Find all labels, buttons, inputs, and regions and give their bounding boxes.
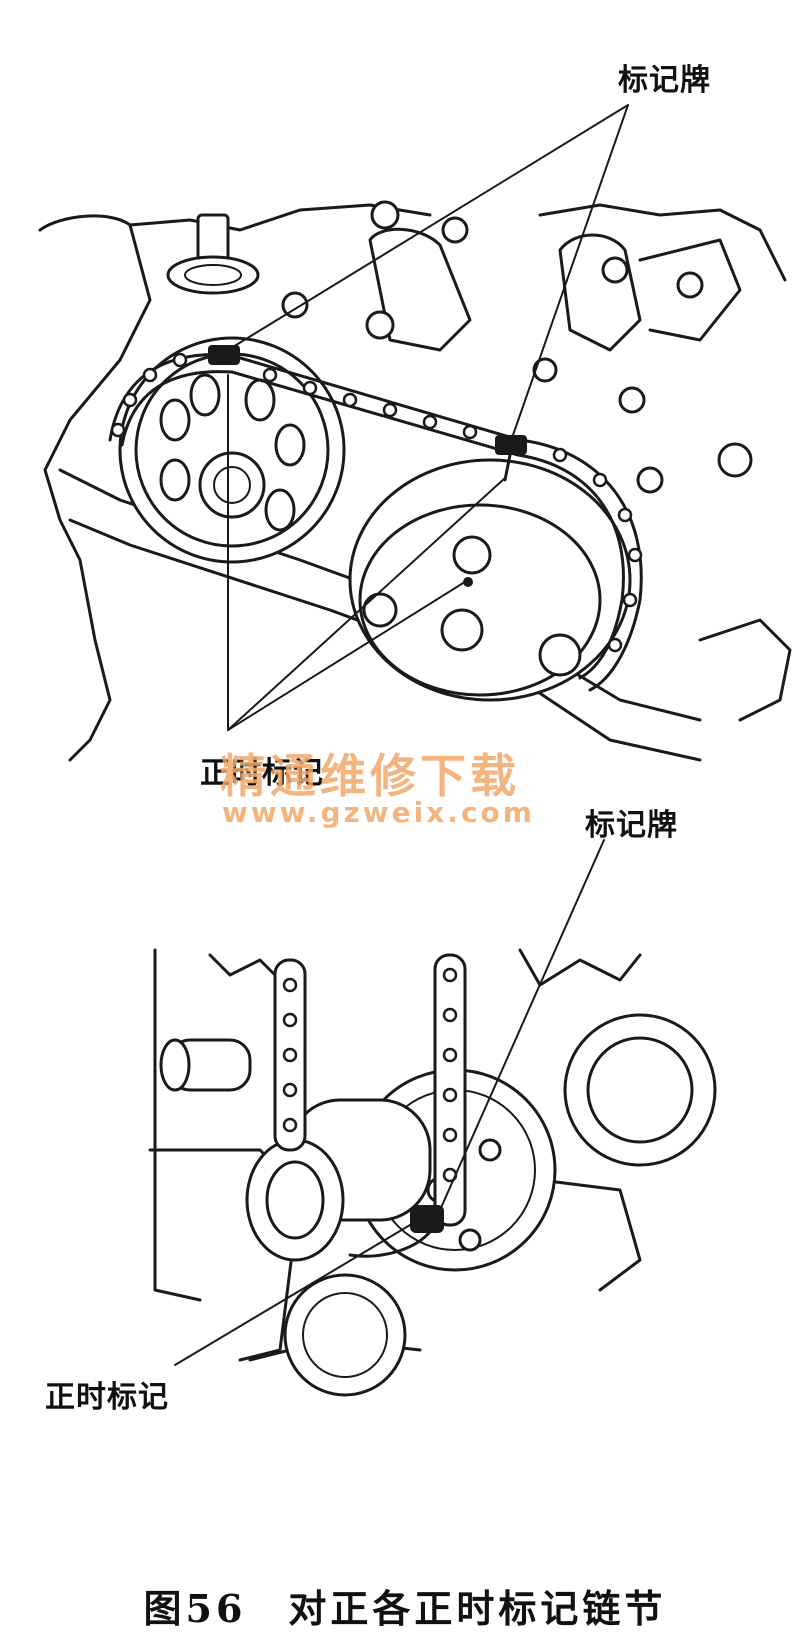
watermark-title: 精通维修下载 (220, 749, 520, 803)
label-plate-bottom: 标记牌 (585, 808, 678, 843)
leader-lines-top (227, 104, 629, 731)
figure-caption: 图56 对正各正时标记链节 (143, 1586, 667, 1631)
timing-chain-top (108, 352, 643, 692)
label-plate-top: 标记牌 (618, 63, 711, 98)
top-engine-diagram (38, 104, 792, 762)
timing-chain-bottom (273, 953, 467, 1258)
leader-lines-bottom (174, 839, 605, 1366)
marked-link-right (495, 435, 527, 455)
watermark-url: www.gzweix.com (222, 796, 535, 829)
marked-link-left (208, 345, 240, 365)
marked-link-bottom (410, 1205, 444, 1233)
label-timing-bottom: 正时标记 (45, 1380, 169, 1415)
label-timing-top: 正时标记 (200, 756, 324, 791)
